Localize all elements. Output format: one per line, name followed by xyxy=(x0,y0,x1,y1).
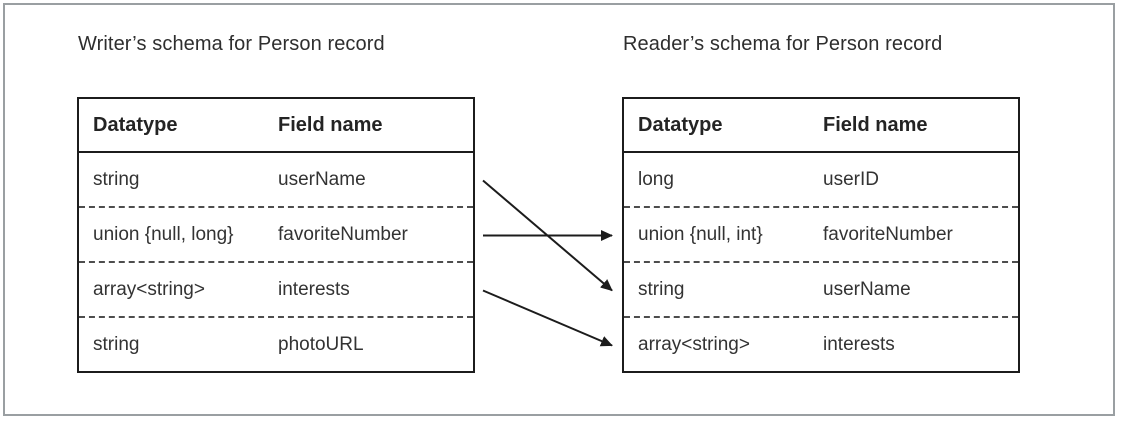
field-name-cell: userID xyxy=(823,168,879,190)
reader-table-body: long userID union {null, int} favoriteNumbe… xyxy=(624,153,1018,371)
field-name-cell: favoriteNumber xyxy=(823,223,953,245)
writer-table-header: Datatype Field name xyxy=(79,99,473,153)
field-name-cell: interests xyxy=(278,278,350,300)
table-row: long userID xyxy=(624,153,1018,206)
table-row: union {null, int} favoriteNumber xyxy=(624,206,1018,261)
datatype-cell: string xyxy=(93,333,140,355)
writer-table-body: string userName union {null, long} favorite… xyxy=(79,153,473,371)
writer-schema-table: Datatype Field name string userName union … xyxy=(77,97,475,373)
datatype-column-header: Datatype xyxy=(93,113,178,136)
table-row: array<string> interests xyxy=(624,316,1018,371)
reader-table-header: Datatype Field name xyxy=(624,99,1018,153)
field-name-cell: interests xyxy=(823,333,895,355)
reader-schema-section: Reader’s schema for Person record Dataty… xyxy=(622,31,1020,373)
field-name-cell: photoURL xyxy=(278,333,364,355)
field-name-cell: favoriteNumber xyxy=(278,223,408,245)
datatype-cell: string xyxy=(93,168,140,190)
table-row: string userName xyxy=(624,261,1018,316)
field-name-cell: userName xyxy=(278,168,366,190)
writer-schema-section: Writer’s schema for Person record Dataty… xyxy=(77,31,475,373)
datatype-cell: long xyxy=(638,168,674,190)
datatype-cell: union {null, long} xyxy=(93,223,234,245)
arrow-group xyxy=(482,179,613,347)
field-mapping-arrow xyxy=(482,289,613,347)
reader-schema-table: Datatype Field name long userID union {nul… xyxy=(622,97,1020,373)
table-row: string photoURL xyxy=(79,316,473,371)
field-name-column-header: Field name xyxy=(278,113,383,136)
field-name-cell: userName xyxy=(823,278,911,300)
datatype-cell: array<string> xyxy=(93,278,205,300)
datatype-cell: array<string> xyxy=(638,333,750,355)
writer-schema-title: Writer’s schema for Person record xyxy=(78,33,385,55)
field-mapping-arrow xyxy=(482,179,613,292)
datatype-column-header: Datatype xyxy=(638,113,723,136)
table-row: union {null, long} favoriteNumber xyxy=(79,206,473,261)
datatype-cell: union {null, int} xyxy=(638,223,763,245)
field-name-column-header: Field name xyxy=(823,113,928,136)
datatype-cell: string xyxy=(638,278,685,300)
table-row: string userName xyxy=(79,153,473,206)
table-row: array<string> interests xyxy=(79,261,473,316)
reader-schema-title: Reader’s schema for Person record xyxy=(623,33,943,55)
